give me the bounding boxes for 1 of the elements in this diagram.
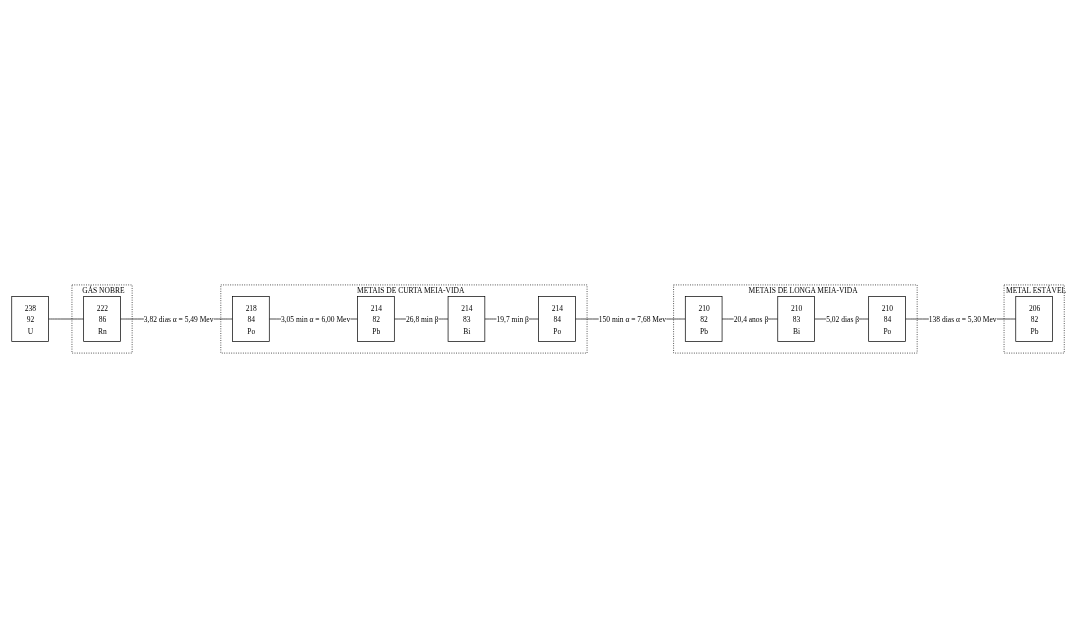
connector (48, 318, 84, 320)
